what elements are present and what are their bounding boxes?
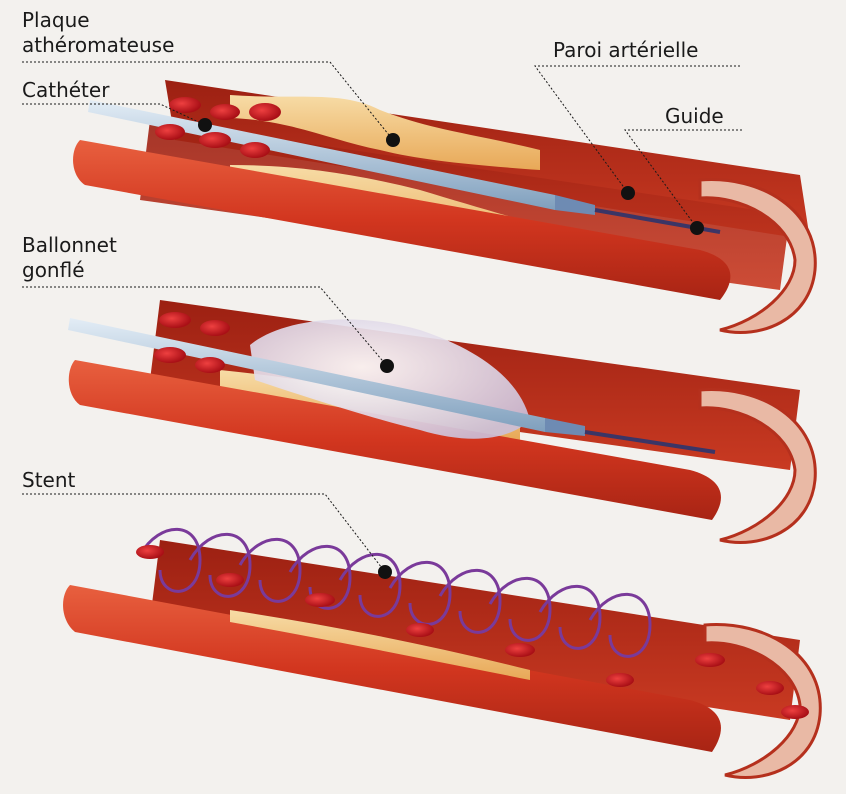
blood-cell (216, 573, 244, 587)
blood-cell (210, 104, 240, 120)
blood-cell (199, 132, 231, 148)
marker-plaque (386, 133, 400, 147)
blood-cell (195, 357, 225, 373)
blood-cell (240, 142, 270, 158)
blood-cell (155, 124, 185, 140)
marker-catheter (198, 118, 212, 132)
marker-paroi (621, 186, 635, 200)
artery-3 (63, 529, 820, 777)
blood-cell (159, 312, 191, 328)
artery-2 (68, 300, 815, 543)
marker-guide (690, 221, 704, 235)
label-catheter-text: Cathéter (22, 78, 110, 102)
label-paroi-text: Paroi artérielle (553, 38, 698, 62)
blood-cell (781, 705, 809, 719)
label-plaque-line1: Plaque (22, 8, 90, 32)
blood-cell (305, 593, 335, 607)
blood-cell (695, 653, 725, 667)
label-guide-text: Guide (665, 104, 724, 128)
label-ballonnet-line1: Ballonnet (22, 233, 117, 257)
label-ballonnet-line2: gonflé (22, 258, 85, 282)
blood-cell (606, 673, 634, 687)
blood-cell (136, 545, 164, 559)
marker-stent (378, 565, 392, 579)
marker-ballonnet (380, 359, 394, 373)
blood-cell (249, 103, 281, 121)
blood-cell (154, 347, 186, 363)
blood-cell (406, 623, 434, 637)
label-stent-text: Stent (22, 468, 76, 492)
blood-cell (200, 320, 230, 336)
blood-cell (756, 681, 784, 695)
label-plaque-line2: athéromateuse (22, 33, 174, 57)
blood-cell (505, 643, 535, 657)
